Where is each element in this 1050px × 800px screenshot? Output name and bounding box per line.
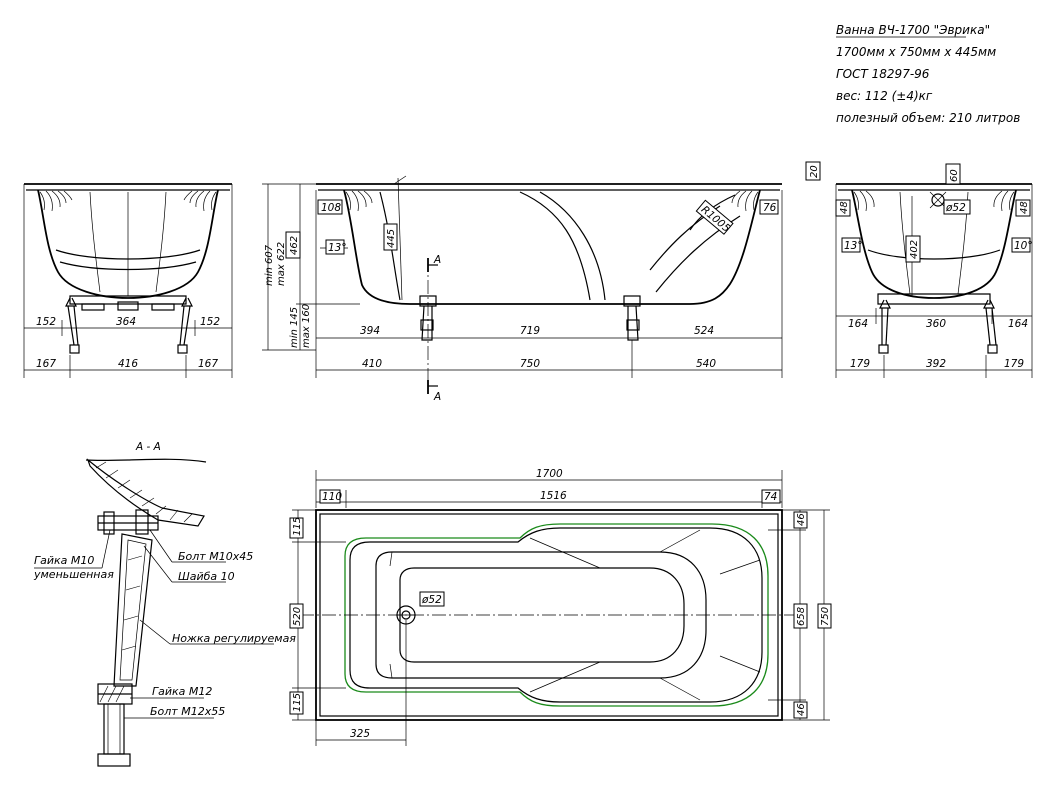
plan-view: ø52 1700 110 1516 74 115 520 115 <box>289 468 832 746</box>
end-dim-13deg: 13° <box>844 240 863 252</box>
info-standard: ГОСТ 18297-96 <box>836 67 930 81</box>
end-dim-20: 20 <box>809 165 820 178</box>
plan-dim-46-top: 46 <box>796 513 807 526</box>
section-aa: А - А <box>33 441 296 767</box>
section-mark-bottom: A <box>433 391 441 403</box>
callout-bolt-m12: Болт М12х55 <box>150 705 225 718</box>
side-dim-min607: min 607 <box>264 244 275 286</box>
end-dim-48-left: 48 <box>839 201 850 214</box>
side-dim-540: 540 <box>696 358 716 370</box>
plan-dim-325: 325 <box>350 728 370 740</box>
front-dim-152-right: 152 <box>200 316 220 328</box>
info-title: Ванна ВЧ-1700 "Эврика" <box>836 23 990 37</box>
end-dim-392: 392 <box>926 358 946 370</box>
info-size: 1700мм х 750мм х 445мм <box>836 45 996 59</box>
side-dim-max160: max 160 <box>301 304 312 348</box>
front-dim-167-left: 167 <box>36 358 56 370</box>
callout-nut-m12: Гайка М12 <box>152 685 212 698</box>
end-dim-360: 360 <box>926 318 946 330</box>
end-dim-164-right: 164 <box>1008 318 1028 330</box>
info-weight: вес: 112 (±4)кг <box>836 89 933 103</box>
side-dim-min145: min 145 <box>289 307 300 348</box>
info-block: Ванна ВЧ-1700 "Эврика" 1700мм х 750мм х … <box>836 23 1020 125</box>
plan-dim-750: 750 <box>820 607 831 626</box>
plan-dim-drain-d: ø52 <box>421 594 442 606</box>
side-view: A A 445 108 76 13° R1005 462 min 607 max… <box>262 175 783 403</box>
callout-nut-m10: Гайка М10 <box>34 554 94 567</box>
side-dim-13deg: 13° <box>328 242 347 254</box>
side-dim-max622: max 622 <box>276 242 287 286</box>
side-dim-108: 108 <box>321 202 341 214</box>
plan-dim-115-top: 115 <box>292 517 303 536</box>
plan-dim-1516: 1516 <box>540 490 567 502</box>
front-dim-152-left: 152 <box>36 316 56 328</box>
end-view: ø52 60 20 48 48 13° 10° 402 164 <box>805 161 1033 378</box>
plan-dim-74: 74 <box>764 491 777 503</box>
end-dim-60: 60 <box>949 169 960 182</box>
front-dim-416: 416 <box>118 358 138 370</box>
end-dim-402: 402 <box>909 240 920 259</box>
plan-dim-658: 658 <box>796 607 807 626</box>
plan-dim-520: 520 <box>292 607 303 626</box>
plan-dim-115-bottom: 115 <box>292 693 303 712</box>
side-dim-719: 719 <box>520 325 540 337</box>
end-dim-drain-d: ø52 <box>945 202 966 214</box>
info-volume: полезный объем: 210 литров <box>836 111 1020 125</box>
side-dim-445: 445 <box>386 229 397 248</box>
callout-bolt-m10: Болт М10х45 <box>178 550 253 563</box>
end-dim-10deg: 10° <box>1014 240 1033 252</box>
end-dim-179-right: 179 <box>1004 358 1024 370</box>
side-dim-462: 462 <box>289 236 300 255</box>
front-view: 152 364 152 167 416 167 <box>23 183 233 378</box>
side-dim-410: 410 <box>362 358 382 370</box>
end-dim-164-left: 164 <box>848 318 868 330</box>
front-dim-167-right: 167 <box>198 358 218 370</box>
plan-dim-110: 110 <box>322 491 342 503</box>
callout-washer: Шайба 10 <box>178 570 235 583</box>
plan-dim-1700: 1700 <box>536 468 563 480</box>
section-title: А - А <box>135 441 161 453</box>
end-dim-48-right: 48 <box>1019 201 1030 214</box>
callout-leg: Ножка регулируемая <box>172 632 296 645</box>
side-dim-394: 394 <box>360 325 380 337</box>
front-dim-364: 364 <box>116 316 136 328</box>
side-dim-76: 76 <box>763 202 777 214</box>
callout-nut-m10-b: уменьшенная <box>33 568 114 581</box>
section-mark-top: A <box>433 254 441 266</box>
side-dim-524: 524 <box>694 325 714 337</box>
end-dim-179-left: 179 <box>850 358 870 370</box>
plan-dim-46-bottom: 46 <box>796 703 807 716</box>
side-dim-750: 750 <box>520 358 540 370</box>
